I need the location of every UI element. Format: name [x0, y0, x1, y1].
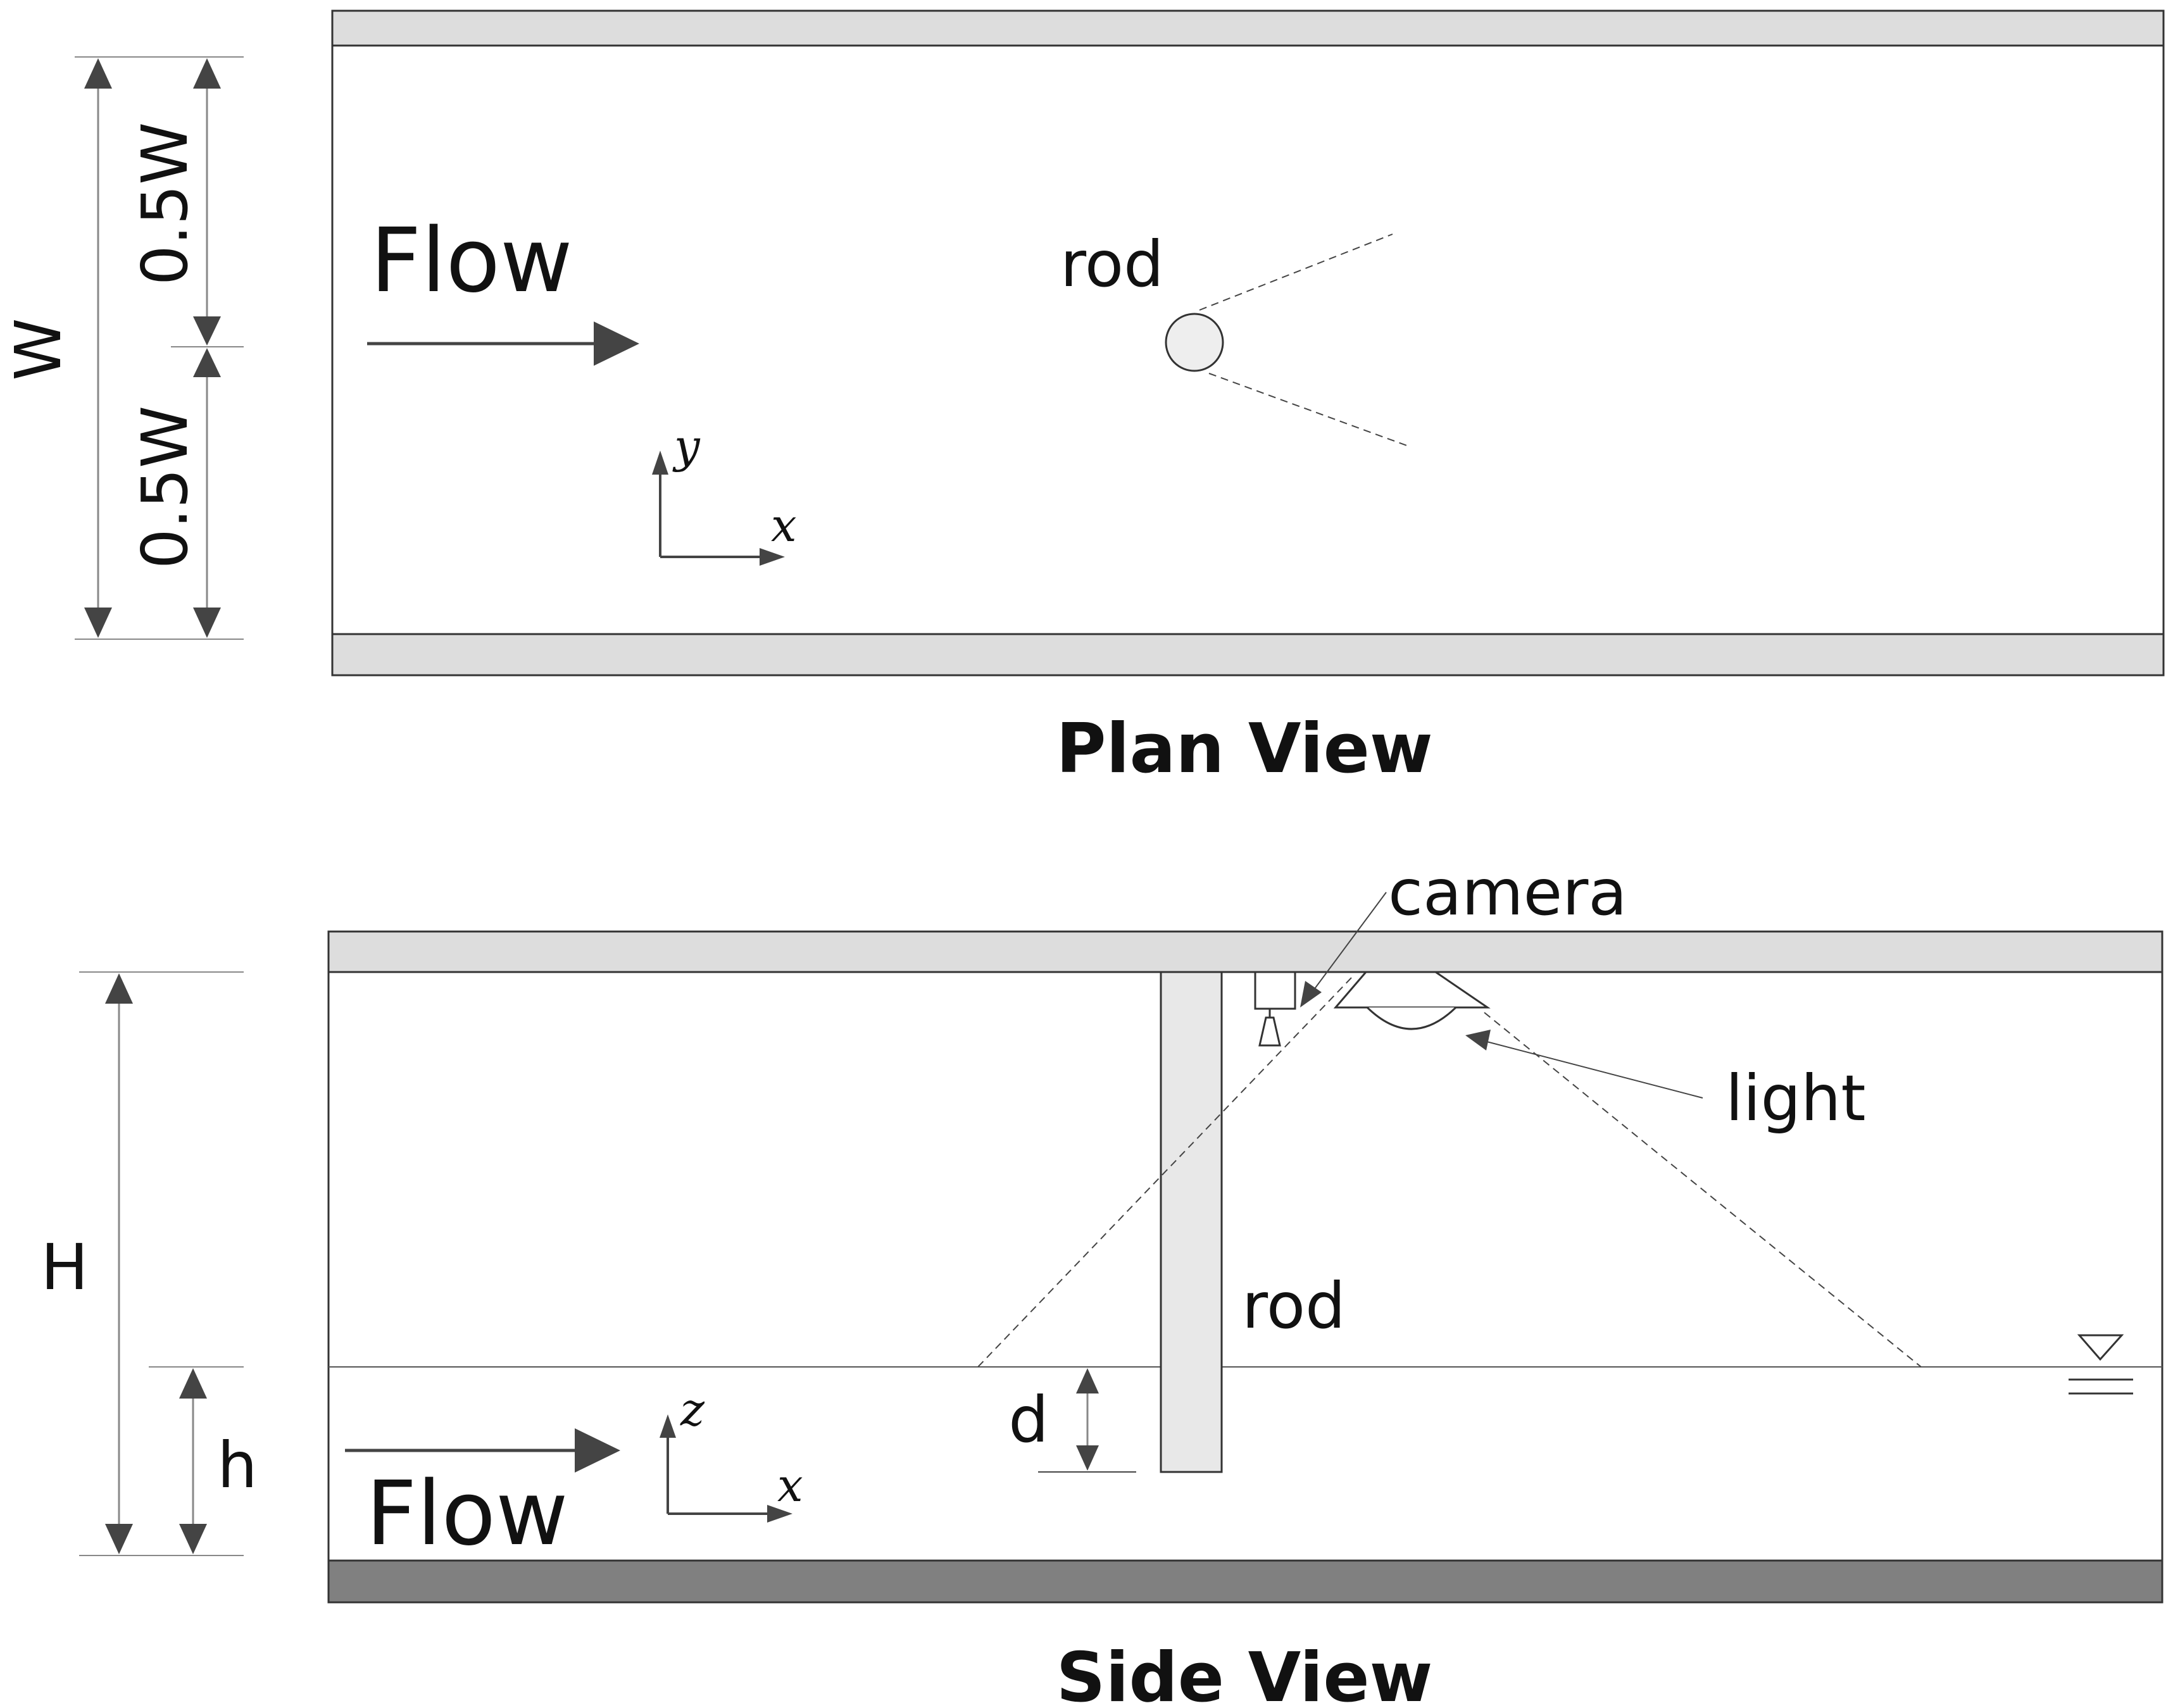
plan-dim-w-arrow-bottom — [84, 608, 112, 638]
camera-label: camera — [1388, 856, 1627, 930]
water-surface-triangle — [2077, 1334, 2124, 1361]
plan-view: W 0.5W 0.5W Flow rod y x Plan View — [1, 9, 2165, 789]
plan-axis-y-label: y — [672, 420, 701, 473]
side-dim-water-arrow-top — [179, 1368, 207, 1399]
plan-channel — [331, 44, 2165, 635]
plan-view-title: Plan View — [1056, 709, 1432, 789]
plan-dim-w-label: W — [1, 318, 75, 381]
side-view: H h Flow z x rod d — [41, 856, 2164, 1708]
camera-leader-line — [1313, 892, 1387, 991]
water-surface-symbol — [2069, 1334, 2133, 1395]
side-dim-gap-arrow-bottom — [1076, 1445, 1099, 1471]
plan-dim-w-arrow-top — [84, 58, 112, 89]
side-axes: z x — [660, 1383, 803, 1523]
side-camera-fov-right — [1484, 1012, 1922, 1368]
plan-camera-fov-upper — [1199, 234, 1393, 311]
side-dim-h-arrow-top — [105, 973, 133, 1004]
plan-rod-label: rod — [1060, 227, 1164, 301]
plan-camera-fov-lower — [1208, 373, 1409, 447]
plan-dim-lower-label: 0.5W — [128, 406, 202, 569]
side-flow-arrow-head — [575, 1428, 620, 1473]
side-axis-z-label: z — [680, 1383, 705, 1436]
camera-icon — [1254, 971, 1296, 1047]
side-camera-fov-left — [977, 977, 1352, 1368]
side-axis-x-label: x — [777, 1459, 803, 1512]
plan-axis-x-label: x — [771, 499, 797, 552]
plan-dim-upper-arrow-bottom — [193, 316, 221, 346]
plan-bottom-wall — [331, 633, 2165, 676]
side-dim-water-arrow-bottom — [179, 1524, 207, 1554]
side-bed — [327, 1559, 2164, 1604]
side-top-wall — [327, 930, 2164, 973]
side-dim-h-label: H — [41, 1230, 88, 1304]
side-axis-x-arrowhead — [767, 1505, 792, 1523]
camera-leader-arrowhead — [1300, 981, 1322, 1007]
light-icon — [1333, 971, 1491, 1030]
light-label: light — [1725, 1061, 1866, 1135]
side-channel — [327, 971, 2164, 1562]
side-rod — [1160, 971, 1223, 1473]
side-flow-label: Flow — [366, 1462, 568, 1566]
light-leader-line — [1484, 1040, 1703, 1099]
plan-dim-upper-arrow-top — [193, 58, 221, 89]
side-dim-h-arrow-bottom — [105, 1524, 133, 1554]
plan-axis-x-arrowhead — [760, 548, 785, 566]
side-dim-gap-label: d — [1008, 1383, 1048, 1457]
light-bulb — [1366, 1006, 1457, 1030]
side-rod-label: rod — [1242, 1269, 1346, 1343]
side-dim-gap-arrow-top — [1076, 1368, 1099, 1393]
plan-rod — [1165, 313, 1224, 372]
plan-dim-lower-arrow-bottom — [193, 608, 221, 638]
plan-flow-label: Flow — [370, 209, 573, 313]
plan-dim-upper-label: 0.5W — [128, 122, 202, 285]
camera-lens — [1258, 1016, 1281, 1047]
light-housing — [1333, 971, 1491, 1009]
plan-axis-y-arrowhead — [652, 451, 668, 475]
side-axis-z-arrowhead — [660, 1414, 676, 1438]
plan-top-wall — [331, 9, 2165, 47]
side-view-title: Side View — [1056, 1638, 1433, 1708]
plan-dim-lower-arrow-top — [193, 348, 221, 377]
light-leader-arrowhead — [1465, 1030, 1491, 1050]
side-dim-water-label: h — [217, 1428, 257, 1502]
plan-flow-arrow-head — [594, 321, 639, 366]
camera-body — [1254, 971, 1296, 1010]
plan-axes: y x — [652, 420, 797, 566]
